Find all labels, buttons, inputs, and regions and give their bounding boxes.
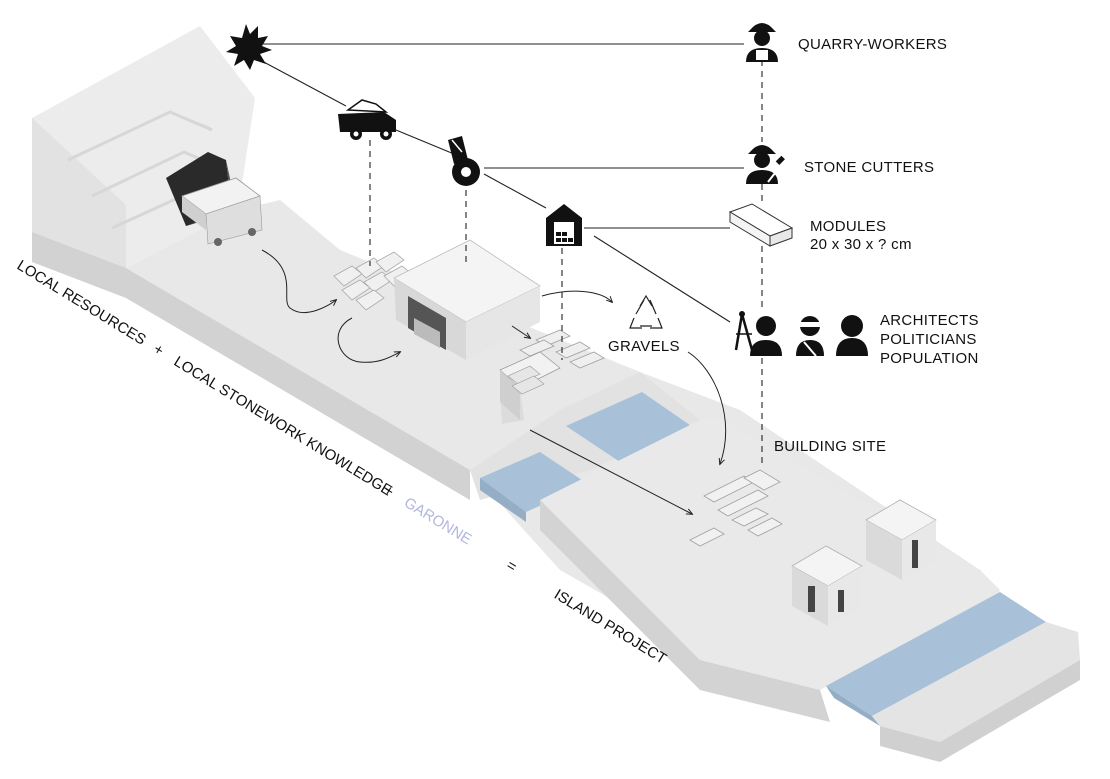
stone-workshop bbox=[393, 239, 541, 360]
water-channel-1 bbox=[480, 452, 588, 512]
terrain-model bbox=[32, 26, 1080, 762]
formula-equals: = bbox=[503, 557, 520, 576]
stone-pavilion-1 bbox=[865, 499, 937, 580]
formula-garonne: GARONNE bbox=[401, 494, 475, 548]
architects-label: ARCHITECTS bbox=[880, 312, 979, 329]
modules-label: MODULES bbox=[810, 218, 886, 235]
stone-module-icon bbox=[728, 203, 794, 247]
stone-saw-icon bbox=[448, 136, 480, 186]
worker-helmet-icon bbox=[746, 23, 778, 62]
population-icon bbox=[836, 315, 868, 356]
stone-pavilion-2 bbox=[791, 545, 863, 626]
gravels-label: GRAVELS bbox=[608, 338, 680, 355]
dump-truck-icon bbox=[338, 99, 396, 140]
water-channel-3 bbox=[826, 592, 1046, 716]
quarry-cliff-shade bbox=[32, 118, 126, 268]
site-blocks bbox=[689, 469, 783, 547]
platform-side-left bbox=[32, 232, 470, 500]
block-truck bbox=[499, 351, 561, 424]
island-side bbox=[540, 500, 830, 722]
politicians-label: POLITICIANS bbox=[880, 331, 977, 348]
stone-cutters-label: STONE CUTTERS bbox=[804, 159, 934, 176]
modules-size-label: 20 x 30 x ? cm bbox=[810, 236, 912, 253]
architect-icon bbox=[734, 311, 782, 356]
quarry-workers-label: QUARRY-WORKERS bbox=[798, 36, 947, 53]
explosion-icon bbox=[226, 24, 272, 70]
stone-pile bbox=[333, 251, 413, 311]
recycle-icon bbox=[629, 294, 663, 329]
material-flow-arrows bbox=[261, 249, 727, 514]
building-site-label: BUILDING SITE bbox=[774, 438, 886, 455]
actor-connections bbox=[259, 43, 763, 466]
cut-blocks bbox=[519, 329, 605, 369]
formula-plus-1: + bbox=[150, 341, 167, 360]
quarry-truck bbox=[181, 177, 263, 246]
population-label: POPULATION bbox=[880, 350, 979, 367]
politician-icon bbox=[796, 316, 824, 357]
stone-cutter-icon bbox=[746, 145, 785, 184]
island-top bbox=[540, 418, 1000, 690]
warehouse-icon bbox=[546, 204, 582, 246]
final-bank bbox=[872, 622, 1080, 742]
model-objects bbox=[181, 177, 937, 626]
